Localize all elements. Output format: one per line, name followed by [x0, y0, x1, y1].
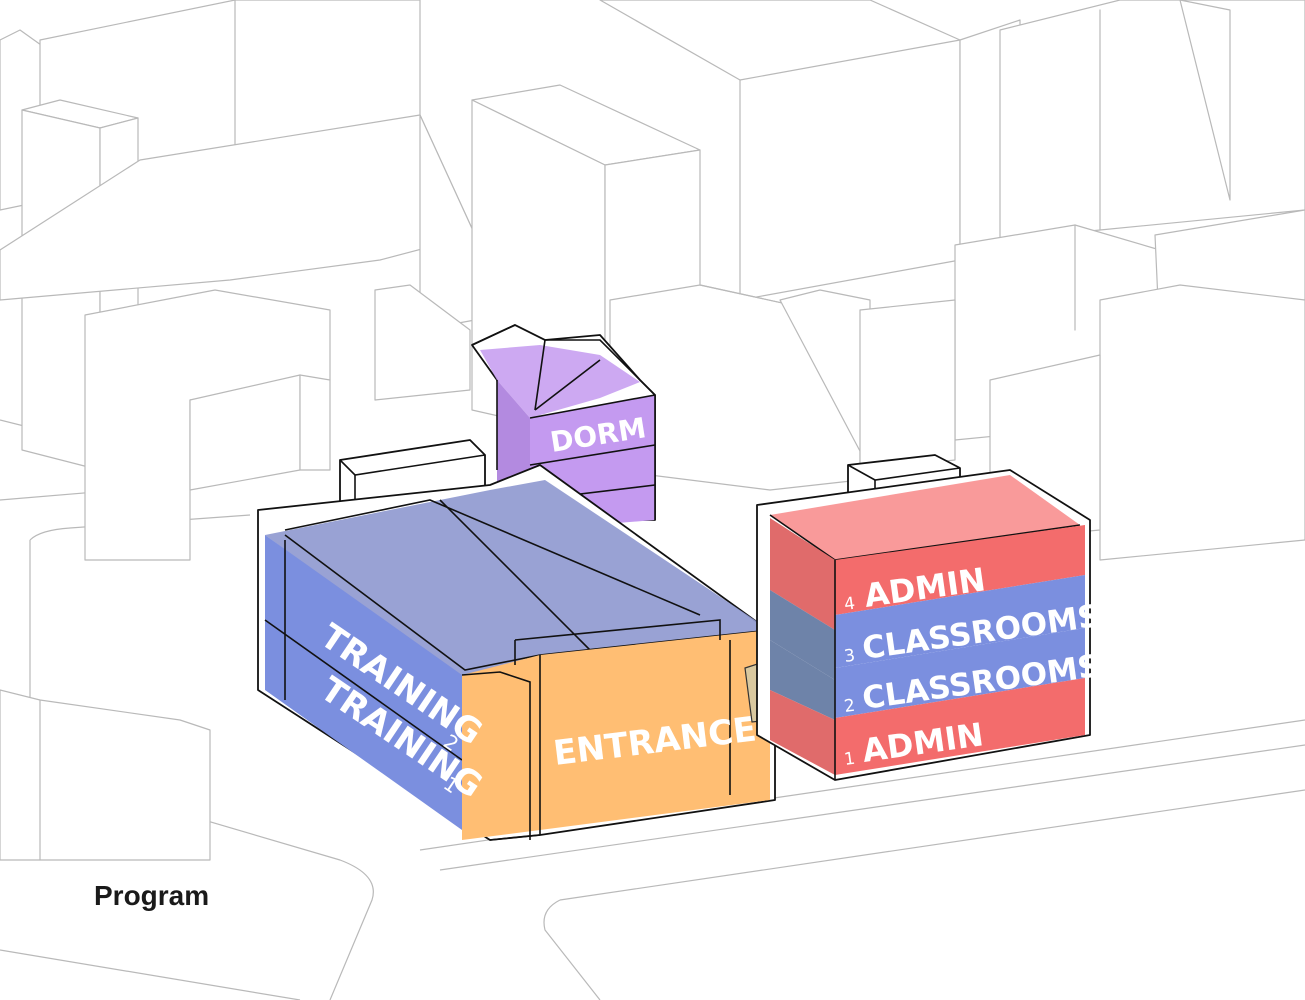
annex-floor-4-band — [835, 525, 1085, 615]
annex-floor-2-number: 2 — [843, 696, 857, 717]
annex-floor-1-number: 1 — [843, 749, 857, 770]
annex-floor-4-number: 4 — [843, 594, 857, 615]
annex-floor-2-band — [835, 628, 1085, 718]
annex-roof — [770, 475, 1080, 560]
annex-floor-1-band — [835, 678, 1085, 775]
annex-floor-3-band — [835, 575, 1085, 668]
dorm-roof — [480, 345, 640, 418]
context-buildings — [0, 0, 1305, 861]
training-facade — [265, 535, 462, 830]
annex-floor-3-number: 3 — [843, 646, 857, 667]
annex-side-3 — [770, 590, 835, 680]
training-block: TRAINING 2 TRAINING 1 ENTRANCE — [257, 439, 776, 841]
entrance-side — [462, 655, 540, 840]
entrance-facade — [540, 630, 770, 830]
annex-block: 4 ADMIN 3 CLASSROOMS 2 CLASSROOMS 1 ADMI… — [756, 454, 1102, 781]
annex-side-2 — [770, 640, 835, 720]
annex-side-4 — [770, 518, 835, 630]
training-roof — [265, 480, 770, 680]
annex-side-1 — [770, 690, 835, 775]
diagram-caption: Program — [94, 880, 210, 911]
